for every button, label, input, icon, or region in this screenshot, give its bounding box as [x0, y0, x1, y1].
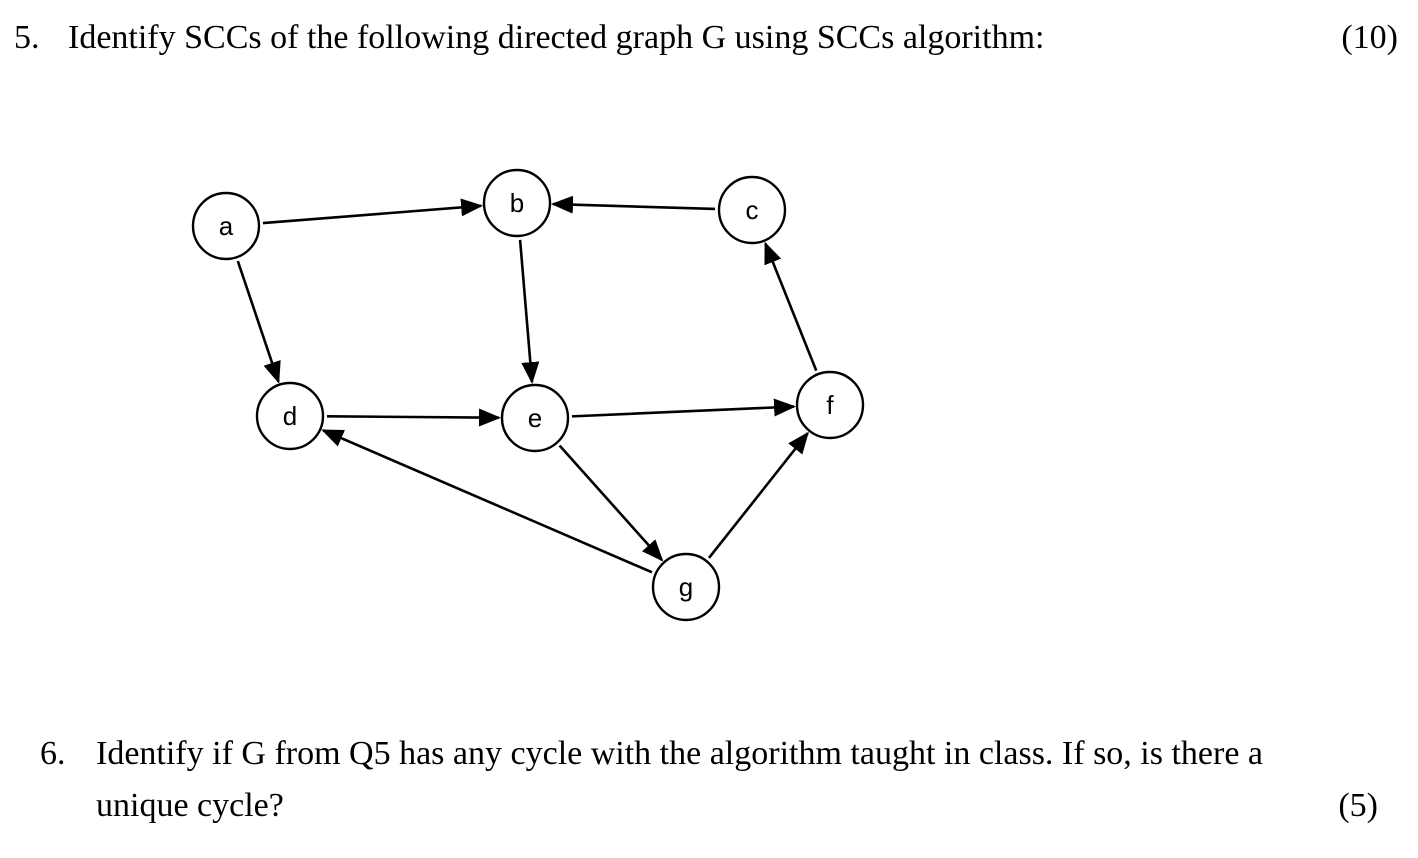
- node-b: b: [482, 168, 552, 238]
- node-label-a: a: [219, 211, 234, 241]
- question-5-points: (10): [1341, 19, 1398, 56]
- node-e: e: [500, 383, 570, 453]
- question-6-text-line-2: unique cycle?: [96, 787, 284, 824]
- node-a: a: [191, 191, 261, 261]
- node-g: g: [651, 552, 721, 622]
- edge-g-to-f: [707, 431, 809, 559]
- question-6-points: (5): [1338, 787, 1378, 824]
- edge-c-to-b: [550, 195, 716, 214]
- node-circle-f: [795, 370, 865, 440]
- edge-f-to-c: [764, 241, 818, 372]
- node-circle-c: [717, 175, 787, 245]
- node-d: d: [255, 381, 325, 451]
- node-f: f: [795, 370, 865, 440]
- node-circle-g: [651, 552, 721, 622]
- edge-a-to-b: [262, 198, 484, 225]
- edge-e-to-f: [571, 398, 797, 418]
- node-label-b: b: [510, 188, 524, 218]
- edge-a-to-d: [236, 260, 281, 384]
- question-5-text: Identify SCCs of the following directed …: [68, 19, 1045, 56]
- edge-e-to-g: [558, 444, 664, 562]
- node-c: c: [717, 175, 787, 245]
- node-label-g: g: [679, 572, 693, 602]
- edge-g-to-d: [321, 429, 653, 574]
- edge-b-to-e: [518, 239, 540, 385]
- node-label-f: f: [826, 390, 834, 420]
- node-label-e: e: [528, 403, 542, 433]
- question-6-text-line-1: Identify if G from Q5 has any cycle with…: [96, 735, 1264, 772]
- node-circle-b: [482, 168, 552, 238]
- edge-d-to-e: [326, 408, 502, 427]
- graph-nodes: a b c d e f g: [191, 168, 865, 622]
- node-circle-a: [191, 191, 261, 261]
- node-circle-e: [500, 383, 570, 453]
- node-label-d: d: [283, 401, 297, 431]
- question-5-number: 5.: [14, 19, 40, 56]
- question-6-number: 6.: [40, 735, 66, 772]
- node-circle-d: [255, 381, 325, 451]
- graph-edges: [236, 195, 818, 574]
- node-label-c: c: [746, 195, 759, 225]
